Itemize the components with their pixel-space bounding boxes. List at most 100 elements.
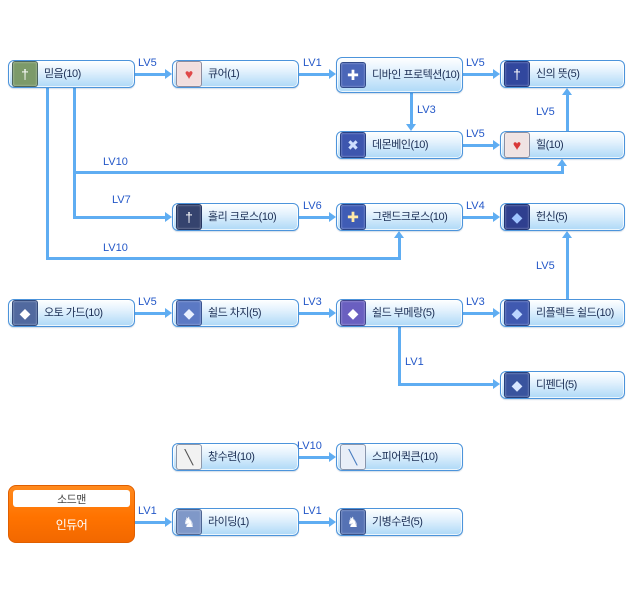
arrowhead-icon — [329, 452, 336, 462]
arrowhead-icon — [329, 517, 336, 527]
arrowhead-icon — [165, 308, 172, 318]
devotion-icon: ◆ — [504, 204, 530, 230]
connector-line — [135, 312, 165, 315]
connector-line — [299, 521, 329, 524]
level-requirement-label: LV4 — [466, 200, 485, 212]
skill-label: 디바인 프로텍션(10) — [372, 69, 460, 81]
skill-label: 스피어퀵큰(10) — [372, 451, 438, 463]
heal-icon: ♥ — [504, 132, 530, 158]
connector-line — [566, 238, 569, 299]
level-requirement-label: LV5 — [138, 57, 157, 69]
arrowhead-icon — [562, 231, 572, 238]
level-requirement-label: LV10 — [103, 242, 128, 254]
arrowhead-icon — [557, 159, 567, 166]
cure-icon: ♥ — [176, 61, 202, 87]
level-requirement-label: LV5 — [536, 260, 555, 272]
skill-demon-bane[interactable]: ✖ 데몬베인(10) — [336, 131, 463, 159]
spear-mastery-icon: ╲ — [176, 444, 202, 470]
arrowhead-icon — [406, 124, 416, 131]
reflect-shield-icon: ◆ — [504, 300, 530, 326]
level-requirement-label: LV7 — [112, 194, 131, 206]
skill-riding[interactable]: ♞ 라이딩(1) — [172, 508, 299, 536]
arrowhead-icon — [562, 88, 572, 95]
skill-label: 창수련(10) — [208, 451, 255, 463]
connector-line — [398, 327, 401, 386]
level-requirement-label: LV5 — [466, 128, 485, 140]
level-requirement-label: LV1 — [405, 356, 424, 368]
providence-icon: † — [504, 61, 530, 87]
connector-line — [135, 73, 165, 76]
skill-label: 큐어(1) — [208, 68, 240, 80]
connector-line — [463, 216, 493, 219]
skill-shield-charge[interactable]: ◆ 쉴드 차지(5) — [172, 299, 299, 327]
level-requirement-label: LV5 — [466, 57, 485, 69]
connector-line — [463, 312, 493, 315]
skill-spear-quicken[interactable]: ╲ 스피어퀵큰(10) — [336, 443, 463, 471]
auto-guard-icon: ◆ — [12, 300, 38, 326]
level-requirement-label: LV10 — [103, 156, 128, 168]
skill-grand-cross[interactable]: ✚ 그랜드크로스(10) — [336, 203, 463, 231]
skill-divine-protection[interactable]: ✚ 디바인 프로텍션(10) — [336, 57, 463, 93]
base-class-header[interactable]: 소드맨 — [13, 490, 130, 507]
faith-icon: † — [12, 61, 38, 87]
skill-cure[interactable]: ♥ 큐어(1) — [172, 60, 299, 88]
skill-shield-boomerang[interactable]: ◆ 쉴드 부메랑(5) — [336, 299, 463, 327]
skill-auto-guard[interactable]: ◆ 오토 가드(10) — [8, 299, 135, 327]
level-requirement-label: LV1 — [303, 57, 322, 69]
connector-line — [46, 88, 49, 260]
arrowhead-icon — [493, 308, 500, 318]
connector-line — [398, 238, 401, 260]
skill-devotion[interactable]: ◆ 헌신(5) — [500, 203, 625, 231]
arrowhead-icon — [493, 69, 500, 79]
level-requirement-label: LV10 — [297, 440, 322, 452]
level-requirement-label: LV5 — [138, 296, 157, 308]
level-requirement-label: LV1 — [303, 505, 322, 517]
connector-line — [299, 216, 329, 219]
base-class-box[interactable]: 소드맨 인듀어 — [8, 485, 135, 543]
skill-label: 쉴드 차지(5) — [208, 307, 261, 319]
skill-reflect-shield[interactable]: ◆ 리플렉트 쉴드(10) — [500, 299, 625, 327]
arrowhead-icon — [329, 212, 336, 222]
skill-spear-mastery[interactable]: ╲ 창수련(10) — [172, 443, 299, 471]
level-requirement-label: LV3 — [466, 296, 485, 308]
grand-cross-icon: ✚ — [340, 204, 366, 230]
arrowhead-icon — [329, 308, 336, 318]
skill-label: 기병수련(5) — [372, 516, 423, 528]
skill-label: 데몬베인(10) — [372, 139, 429, 151]
shield-boomerang-icon: ◆ — [340, 300, 366, 326]
skill-label: 쉴드 부메랑(5) — [372, 307, 435, 319]
level-requirement-label: LV3 — [417, 104, 436, 116]
skill-faith[interactable]: † 믿음(10) — [8, 60, 135, 88]
skill-label: 그랜드크로스(10) — [372, 211, 448, 223]
skill-label: 힐(10) — [536, 139, 564, 151]
divine-protection-icon: ✚ — [340, 62, 366, 88]
skill-defender[interactable]: ◆ 디펜더(5) — [500, 371, 625, 399]
connector-line — [299, 312, 329, 315]
connector-line — [299, 456, 329, 459]
connector-line — [463, 144, 493, 147]
connector-line — [463, 73, 493, 76]
arrowhead-icon — [165, 517, 172, 527]
connector-line — [410, 93, 413, 124]
connector-line — [398, 383, 493, 386]
connector-line — [566, 95, 569, 131]
connector-line — [73, 171, 564, 174]
skill-holy-cross[interactable]: † 홀리 크로스(10) — [172, 203, 299, 231]
holy-cross-icon: † — [176, 204, 202, 230]
skill-endure[interactable]: 인듀어 — [55, 518, 88, 532]
skill-label: 리플렉트 쉴드(10) — [536, 307, 614, 319]
skill-providence[interactable]: † 신의 뜻(5) — [500, 60, 625, 88]
skill-label: 디펜더(5) — [536, 379, 577, 391]
arrowhead-icon — [329, 69, 336, 79]
skill-label: 믿음(10) — [44, 68, 81, 80]
level-requirement-label: LV6 — [303, 200, 322, 212]
skill-label: 신의 뜻(5) — [536, 68, 580, 80]
level-requirement-label: LV3 — [303, 296, 322, 308]
skill-heal[interactable]: ♥ 힐(10) — [500, 131, 625, 159]
connector-line — [73, 88, 76, 219]
skill-label: 라이딩(1) — [208, 516, 249, 528]
riding-icon: ♞ — [176, 509, 202, 535]
skill-cavalry-mastery[interactable]: ♞ 기병수련(5) — [336, 508, 463, 536]
skill-label: 홀리 크로스(10) — [208, 211, 277, 223]
connector-line — [299, 73, 329, 76]
